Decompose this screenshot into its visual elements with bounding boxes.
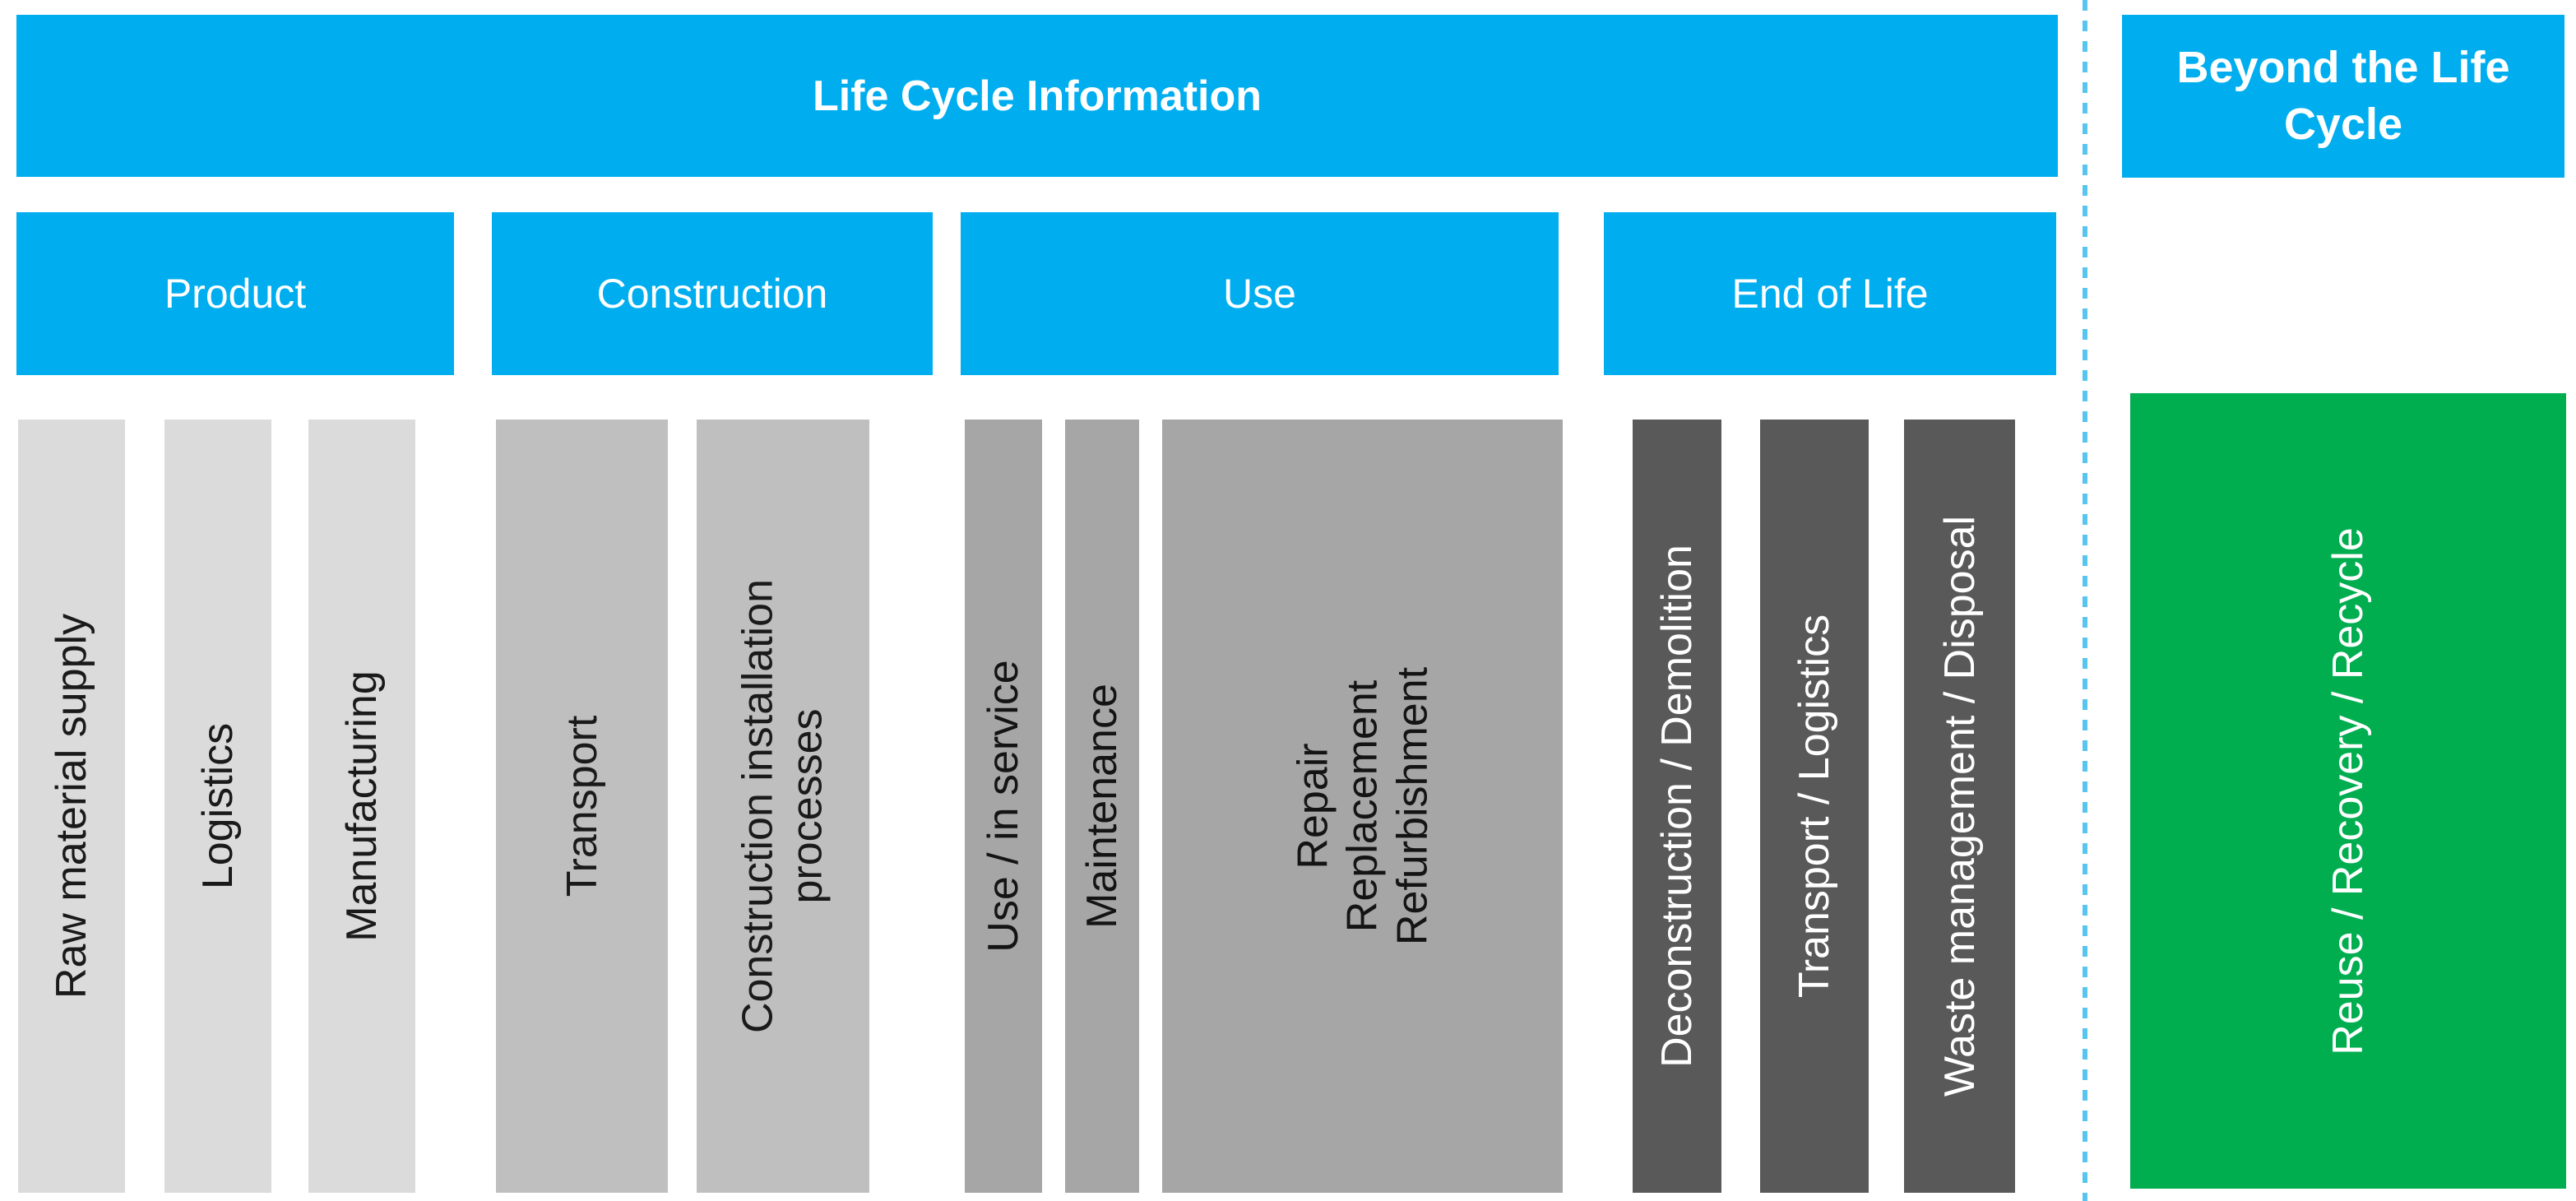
module-bar-use-in-service: Use / in service bbox=[965, 420, 1042, 1193]
module-bar-maintenance: Maintenance bbox=[1065, 420, 1139, 1193]
stage-header-use: Use bbox=[961, 212, 1559, 375]
beyond-the-life-cycle-title: Beyond the Life Cycle bbox=[2176, 42, 2510, 149]
module-label: Transport bbox=[558, 715, 606, 897]
stage-label: Construction bbox=[596, 271, 828, 317]
module-label: Manufacturing bbox=[337, 670, 386, 942]
stage-label: End of Life bbox=[1731, 271, 1929, 317]
module-bar-manufacturing: Manufacturing bbox=[308, 420, 415, 1193]
stage-header-end-of-life: End of Life bbox=[1604, 212, 2056, 375]
module-label: Transport / Logistics bbox=[1790, 614, 1838, 999]
life-cycle-boundary-divider bbox=[2083, 0, 2087, 1201]
module-label: Reuse / Recovery / Recycle bbox=[2323, 526, 2372, 1055]
stage-header-construction: Construction bbox=[492, 212, 933, 375]
life-cycle-information-title: Life Cycle Information bbox=[812, 72, 1263, 120]
module-label: Waste management / Disposal bbox=[1935, 515, 1984, 1097]
module-label: Construction installation processes bbox=[734, 578, 832, 1034]
module-bar-waste-management-disposal: Waste management / Disposal bbox=[1904, 420, 2015, 1193]
module-label: Logistics bbox=[193, 722, 242, 890]
module-bar-transport: Transport bbox=[496, 420, 668, 1193]
module-bar-logistics: Logistics bbox=[164, 420, 271, 1193]
module-label: Deconstruction / Demolition bbox=[1652, 545, 1701, 1068]
module-bar-construction-installation-processes: Construction installation processes bbox=[697, 420, 869, 1193]
module-label: Maintenance bbox=[1077, 684, 1126, 929]
module-label: Raw material supply bbox=[47, 613, 95, 999]
module-bar-reuse-recovery-recycle: Reuse / Recovery / Recycle bbox=[2130, 393, 2566, 1189]
beyond-the-life-cycle-banner: Beyond the Life Cycle bbox=[2122, 15, 2564, 178]
stage-label: Product bbox=[164, 271, 307, 317]
module-label: Repair Replacement Refurbishment bbox=[1289, 666, 1436, 946]
module-bar-transport-logistics: Transport / Logistics bbox=[1760, 420, 1869, 1193]
module-bar-raw-material-supply: Raw material supply bbox=[18, 420, 125, 1193]
module-bar-deconstruction-demolition: Deconstruction / Demolition bbox=[1633, 420, 1721, 1193]
module-label: Use / in service bbox=[979, 660, 1027, 953]
stage-header-product: Product bbox=[16, 212, 454, 375]
life-cycle-information-banner: Life Cycle Information bbox=[16, 15, 2058, 177]
stage-label: Use bbox=[1223, 271, 1296, 317]
module-bar-repair-replacement-refurbishment: Repair Replacement Refurbishment bbox=[1162, 420, 1563, 1193]
